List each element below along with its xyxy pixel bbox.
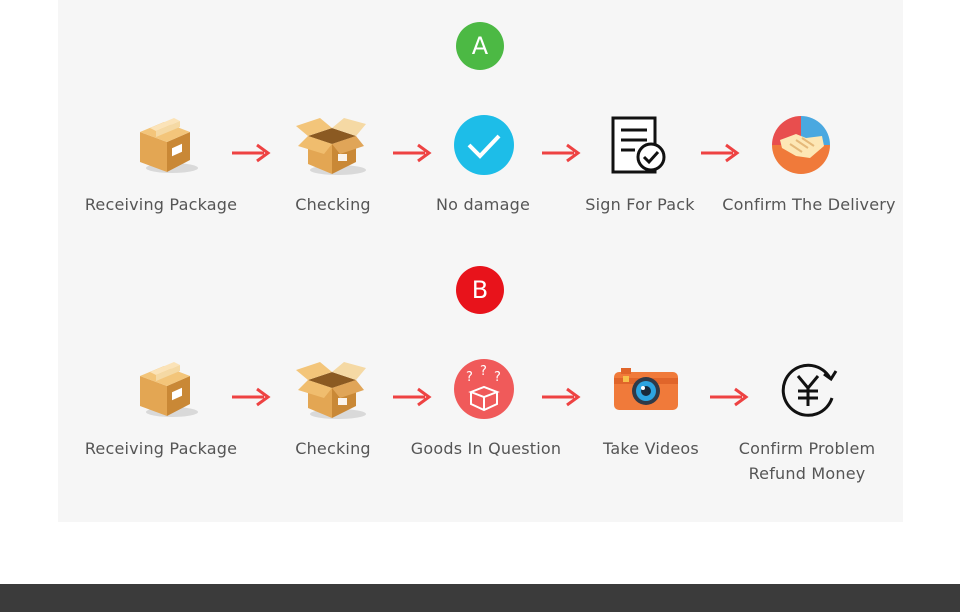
- arrow-right-icon: [701, 143, 740, 163]
- step-label: Receiving Package: [84, 195, 238, 214]
- step-label-line: Refund Money: [748, 464, 866, 483]
- content-panel: [58, 0, 903, 522]
- step-label: Confirm Problem Refund Money: [707, 436, 907, 486]
- arrow-right-icon: [232, 387, 271, 407]
- flow-b-badge: B: [456, 266, 504, 314]
- arrow-right-icon: [710, 387, 749, 407]
- closed-box-icon: [140, 362, 198, 417]
- closed-box-icon: [140, 118, 198, 173]
- svg-text:?: ?: [480, 364, 487, 379]
- step-label: Take Videos: [603, 439, 699, 458]
- handshake-icon: [772, 116, 830, 174]
- arrow-right-icon: [393, 387, 432, 407]
- step-label: Receiving Package: [84, 439, 238, 458]
- open-box-icon: [296, 118, 366, 175]
- step-label: Checking: [295, 195, 371, 214]
- step-label: Checking: [295, 439, 371, 458]
- question-box-icon: ? ? ?: [454, 359, 514, 419]
- step-label: Sign For Pack: [585, 195, 695, 214]
- flow-a-badge: A: [456, 22, 504, 70]
- arrow-right-icon: [393, 143, 432, 163]
- camera-icon: [614, 368, 678, 410]
- footer-bar: [0, 584, 960, 612]
- svg-text:?: ?: [494, 370, 501, 385]
- checkmark-circle-icon: [454, 115, 514, 175]
- svg-text:?: ?: [466, 370, 473, 385]
- open-box-icon: [296, 362, 366, 419]
- yuan-refund-icon: [781, 363, 838, 417]
- step-label-line: Confirm Problem: [738, 439, 876, 458]
- step-label: No damage: [436, 195, 530, 214]
- step-label: Goods In Question: [410, 439, 562, 458]
- step-label: Confirm The Delivery: [722, 195, 896, 214]
- arrow-right-icon: [542, 143, 581, 163]
- arrow-right-icon: [542, 387, 581, 407]
- arrow-right-icon: [232, 143, 271, 163]
- signed-document-icon: [611, 116, 666, 174]
